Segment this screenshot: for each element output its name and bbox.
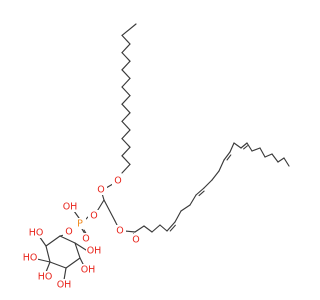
arachidonoyl-chain-bond	[251, 147, 261, 152]
inositol-ring-bond	[65, 257, 81, 269]
stearoyl-chain-bond	[121, 77, 131, 88]
inositol-hydroxyl-bond	[36, 258, 51, 263]
arachidonoyl-chain-bond	[259, 147, 266, 158]
inositol-ring-bond	[59, 235, 76, 244]
stearoyl-chain-bond	[121, 52, 131, 62]
carbonyl-oxygen-sn1: O	[132, 235, 139, 246]
glycerol-phosphate-oxygen: O	[90, 211, 97, 222]
ester-bond-sn1	[124, 230, 136, 233]
arachidonoyl-chain-bond	[180, 204, 191, 212]
arachidonoyl-chain-bond	[151, 224, 161, 233]
stearoyl-chain-bond	[121, 34, 131, 45]
inositol-hydroxyl-5: HO	[38, 272, 53, 283]
arachidonoyl-chain-bond	[271, 153, 279, 163]
inositol-hydroxyl-bond	[45, 261, 51, 273]
ester-oxygen-sn2: O	[97, 185, 104, 196]
cis-double-bond-14	[243, 145, 248, 150]
stearoyl-chain-bond	[121, 155, 131, 165]
phosphate-bond	[73, 210, 80, 219]
inositol-hydroxyl-6: OH	[57, 280, 72, 291]
arachidonoyl-chain-bond	[211, 170, 220, 181]
inositol-hydroxyl-2: OH	[87, 246, 102, 257]
stearoyl-chain-bond	[121, 120, 131, 131]
stearoyl-chain-bond	[121, 112, 131, 122]
arachidonoyl-chain-bond	[264, 153, 273, 158]
inositol-hydroxyl-1: HO	[29, 228, 44, 239]
bond-layer	[36, 23, 290, 281]
stearoyl-chain-bond	[121, 95, 131, 105]
arachidonoyl-chain-bond	[233, 142, 242, 149]
ester-oxygen-sn1: O	[116, 226, 123, 237]
arachidonoyl-chain-bond	[134, 225, 145, 233]
stearoyl-chain-bond	[121, 138, 131, 148]
arachidonoyl-chain-bond	[223, 151, 231, 161]
arachidonoyl-chain-bond	[229, 142, 235, 153]
stearoyl-chain-bond	[121, 163, 131, 174]
phosphoryl-oxygen: O	[82, 234, 89, 245]
arachidonoyl-chain-bond	[240, 142, 248, 149]
arachidonoyl-chain-bond	[159, 224, 168, 232]
stearoyl-chain-bond	[121, 43, 131, 54]
glycerol-bond	[103, 199, 116, 222]
phosphorus-atom: P	[77, 219, 83, 230]
stearoyl-chain-bond	[121, 129, 131, 140]
inositol-hydroxyl-bond	[63, 267, 67, 281]
inositol-hydroxyl-4: OH	[81, 265, 96, 276]
stearoyl-chain-bond	[121, 69, 131, 79]
arachidonoyl-chain-bond	[166, 221, 176, 232]
arachidonoyl-chain-bond	[283, 157, 290, 167]
stearoyl-chain-bond	[121, 60, 131, 71]
arachidonoyl-chain-bond	[203, 179, 213, 189]
cis-double-bond-5	[169, 224, 176, 232]
inositol-link-oxygen: O	[65, 227, 72, 238]
arachidonoyl-chain-bond	[246, 142, 253, 152]
inositol-hydroxyl-bond	[74, 242, 87, 251]
molecule-drawing: O O O O O OH P O O HO OH HO OH HO	[22, 23, 290, 291]
cis-double-bond-8	[198, 190, 205, 197]
stearoyl-chain-bond	[121, 146, 131, 157]
cis-double-bond-11	[226, 154, 232, 161]
arachidonoyl-chain-bond	[195, 187, 205, 196]
arachidonoyl-chain-bond	[189, 194, 197, 206]
arachidonoyl-chain-bond	[143, 225, 153, 233]
stearoyl-chain-bond	[121, 103, 131, 114]
inositol-ring-bond	[74, 242, 81, 259]
phosphate-hydroxyl: OH	[63, 202, 78, 213]
inositol-hydroxyl-3: HO	[23, 253, 38, 264]
carbonyl-oxygen-sn2: O	[114, 176, 121, 187]
inositol-ring-bond	[45, 245, 51, 263]
stearoyl-chain-bond	[121, 23, 137, 36]
arachidonoyl-chain-bond	[277, 157, 285, 163]
inositol-ring-bond	[49, 261, 67, 269]
inositol-ring-bond	[45, 235, 61, 247]
atom-label-layer: O O O O O OH P O O HO OH HO OH HO	[22, 175, 142, 291]
stearoyl-chain-bond	[121, 86, 131, 97]
arachidonoyl-chain-bond	[218, 159, 225, 172]
arachidonoyl-chain-bond	[174, 210, 182, 223]
structure-canvas: O O O O O OH P O O HO OH HO OH HO	[22, 23, 290, 291]
